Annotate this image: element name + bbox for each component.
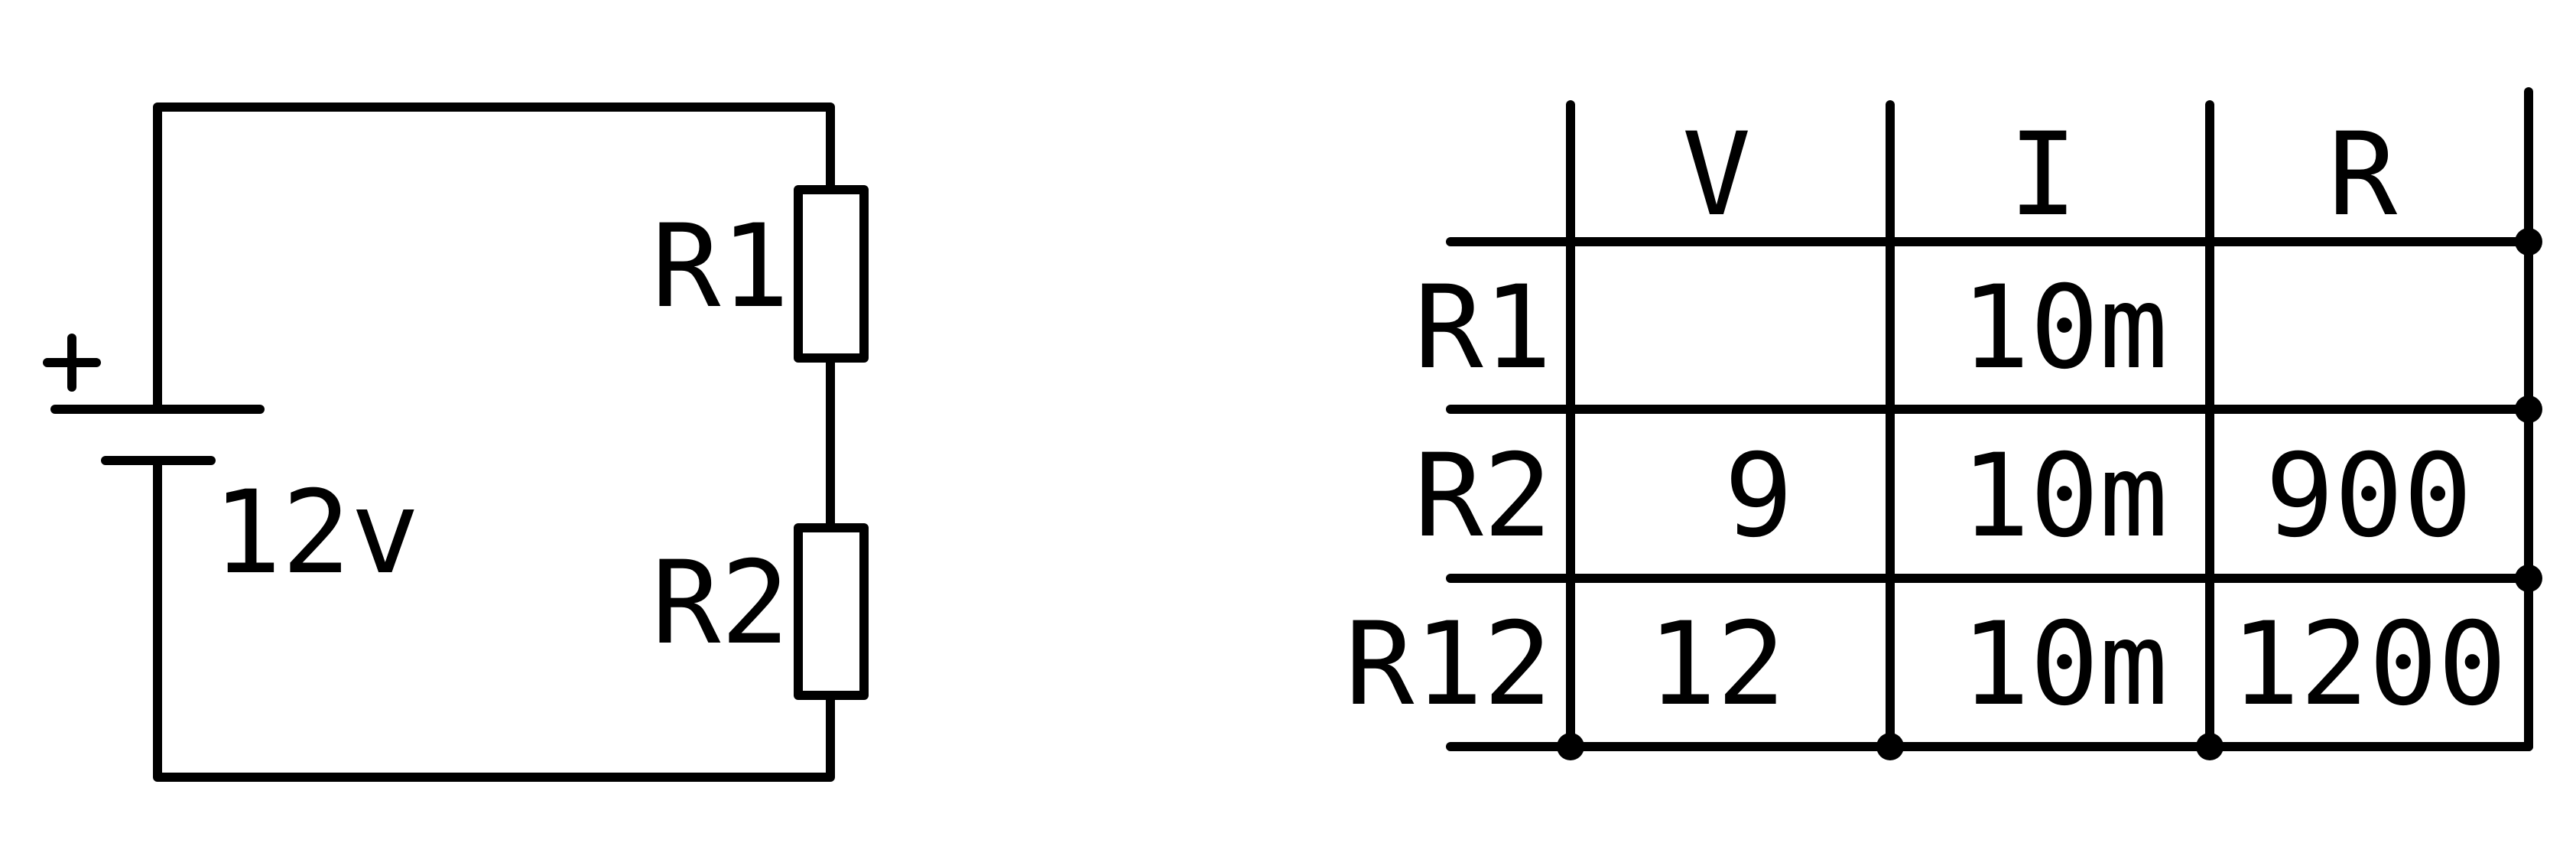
column-header-i: I: [2009, 109, 2077, 242]
resistor-r2-label: R2: [651, 537, 790, 670]
table-cell: 1200: [2230, 598, 2506, 731]
row-label-r2: R2: [1414, 430, 1552, 563]
table-cell: 10m: [1961, 598, 2168, 731]
row-label-r12: R12: [1345, 598, 1552, 731]
battery-voltage-label: 12v: [213, 467, 420, 600]
junction-dot: [1557, 733, 1584, 760]
junction-dot: [1876, 733, 1904, 760]
plus-sign-icon: [43, 334, 101, 392]
wire-top-left: [153, 103, 835, 414]
junction-dot: [2515, 565, 2542, 592]
junction-dot: [2515, 395, 2542, 423]
resistor-r2: [794, 523, 869, 700]
table-cell: 10m: [1961, 430, 2168, 563]
resistor-r1: [794, 185, 869, 363]
circuit-schematic: 12v R1 R2: [43, 103, 869, 782]
table-cell: 9: [1724, 430, 1793, 563]
table-cell: 900: [2266, 430, 2473, 563]
column-header-v: V: [1682, 109, 1751, 242]
resistor-r1-label: R1: [651, 200, 790, 334]
values-table: V I R R1 R2 R12 10m 9 10m 900 12 10m 120…: [1345, 87, 2542, 760]
table-cell: 12: [1648, 598, 1786, 731]
table-cell: 10m: [1961, 262, 2168, 395]
row-label-r1: R1: [1414, 262, 1552, 395]
column-header-r: R: [2328, 109, 2398, 242]
junction-dot: [2515, 228, 2542, 255]
junction-dot: [2196, 733, 2224, 760]
wire-bottom: [153, 456, 835, 782]
battery-symbol: [50, 405, 265, 465]
